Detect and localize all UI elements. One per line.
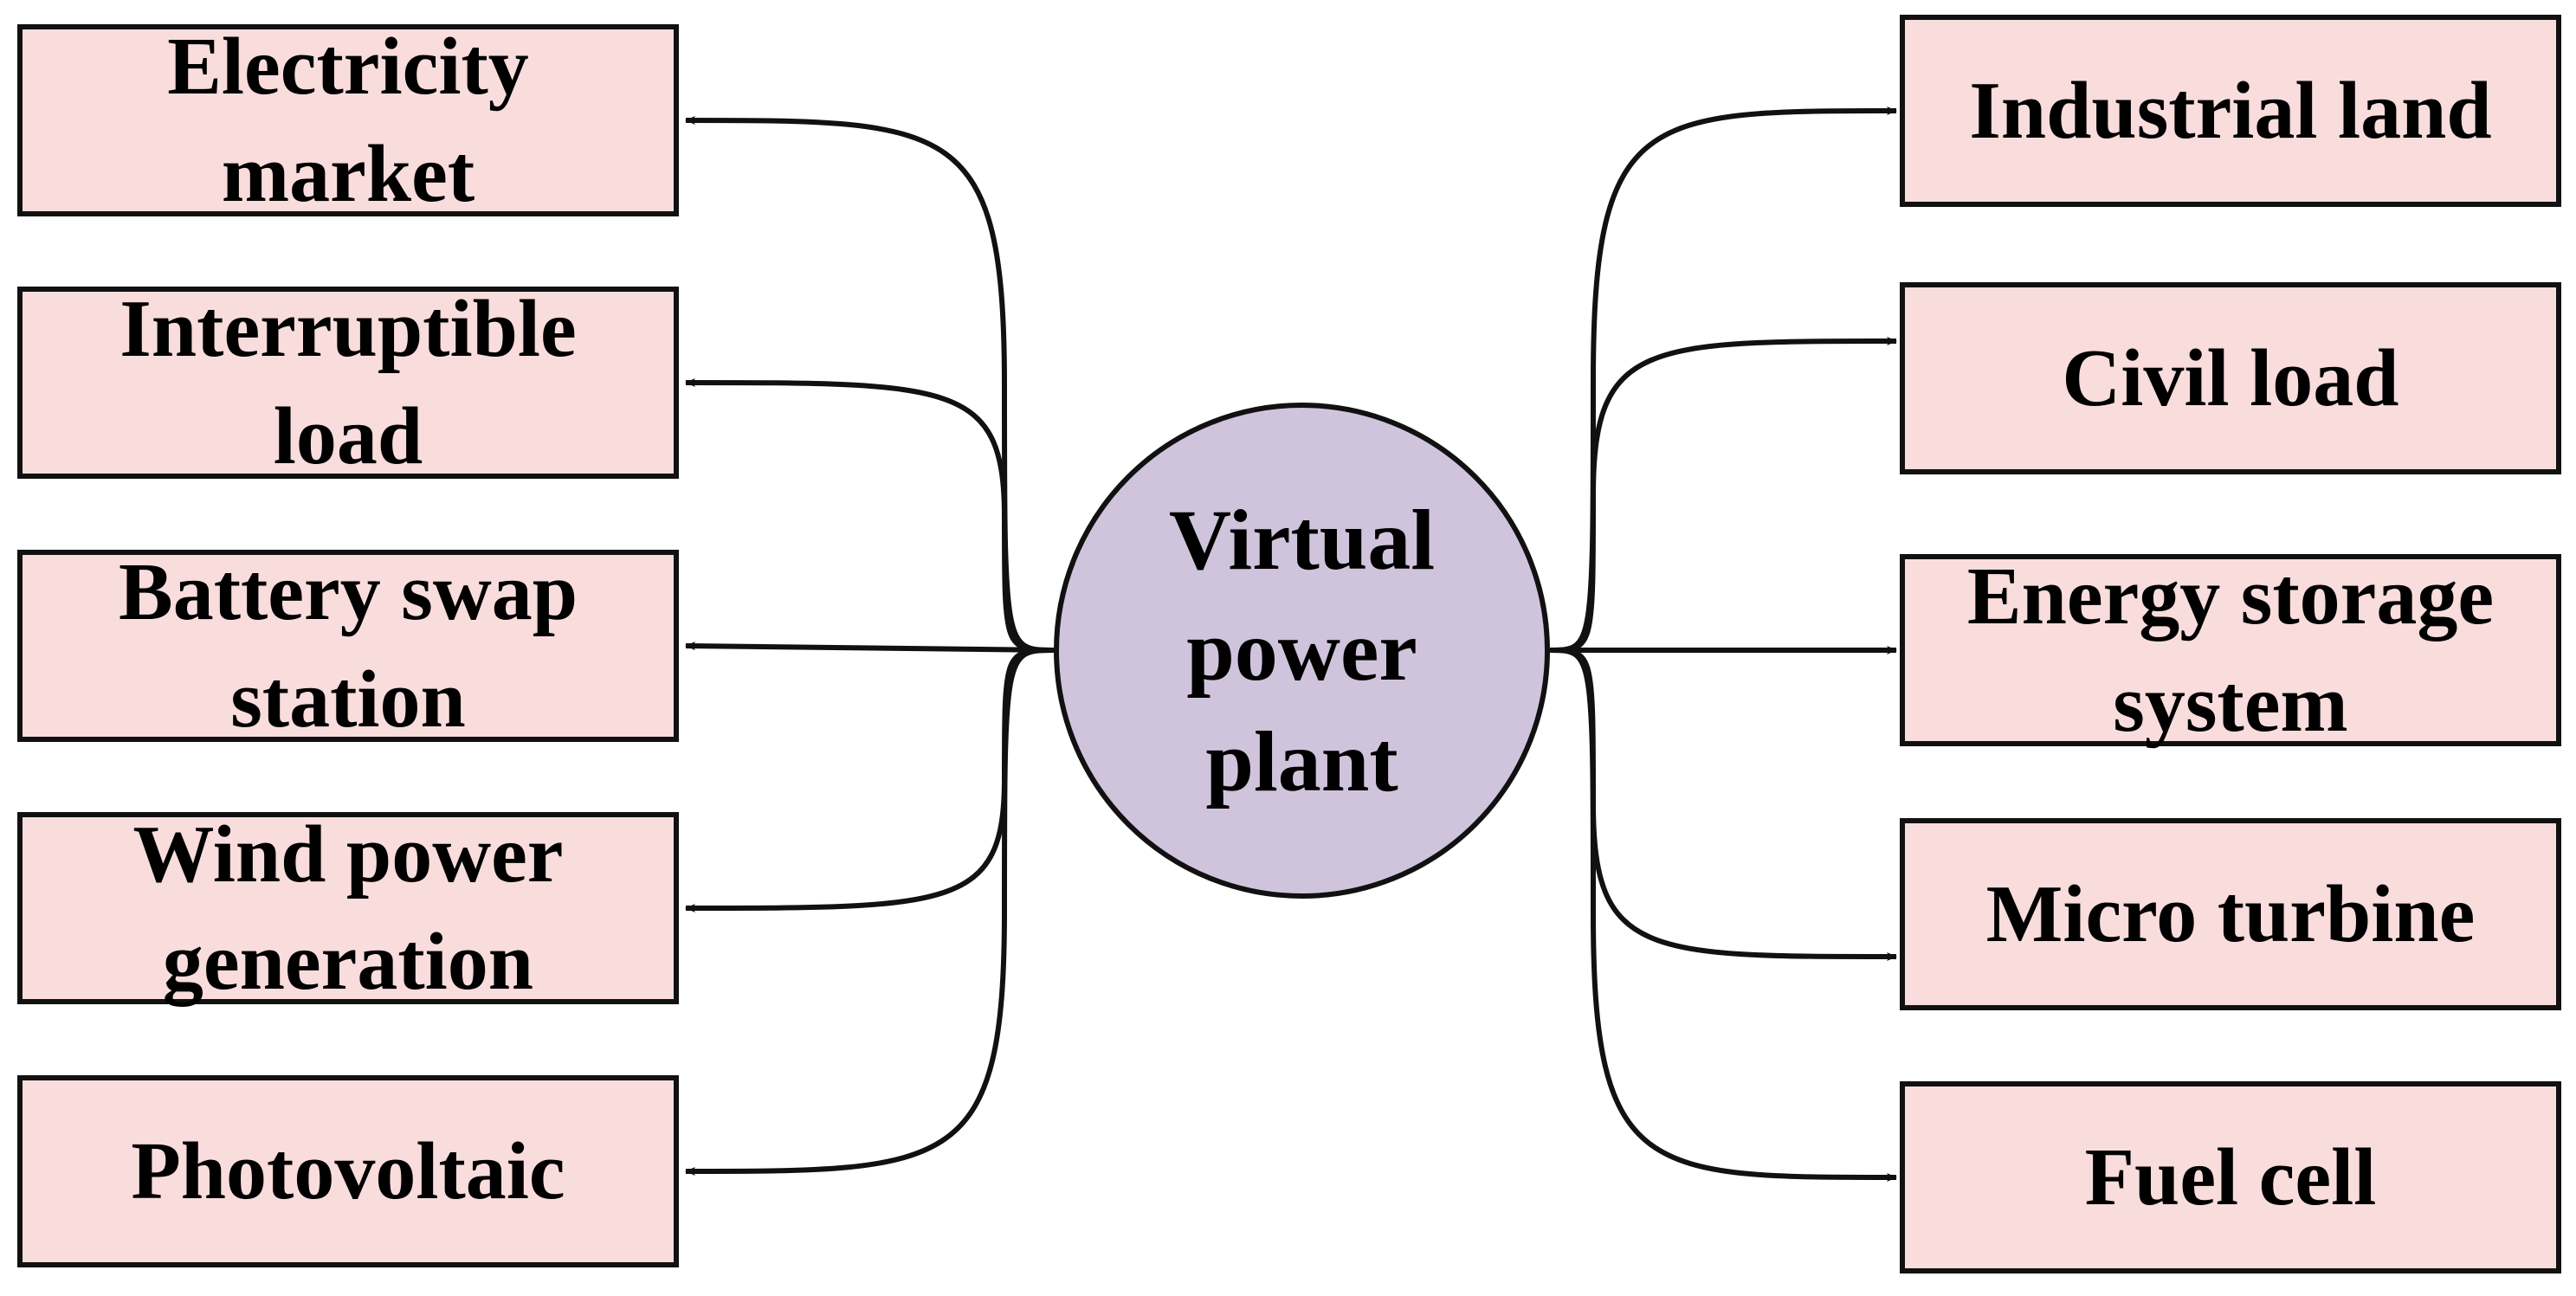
node-battery-swap-station-label: Battery swap station bbox=[119, 547, 578, 745]
node-fuel-cell-label: Fuel cell bbox=[2084, 1132, 2377, 1222]
hub-virtual-power-plant: Virtual power plant bbox=[1054, 403, 1550, 899]
node-energy-storage-system-label: Energy storage system bbox=[1966, 551, 2495, 749]
edge-to-photovoltaic bbox=[685, 648, 1055, 1176]
node-electricity-market-label: Electricity market bbox=[167, 22, 529, 219]
node-interruptible-load: Interruptible load bbox=[17, 284, 679, 481]
node-micro-turbine-label: Micro turbine bbox=[1985, 869, 2476, 959]
hub-label: Virtual power plant bbox=[1168, 491, 1436, 809]
node-fuel-cell: Fuel cell bbox=[1900, 1081, 2561, 1273]
node-photovoltaic-label: Photovoltaic bbox=[131, 1126, 565, 1216]
node-electricity-market: Electricity market bbox=[17, 22, 679, 219]
edge-to-fuel-cell bbox=[1549, 648, 1897, 1182]
node-micro-turbine: Micro turbine bbox=[1900, 818, 2561, 1010]
right-connectors bbox=[1549, 106, 1897, 1182]
node-civil-load-label: Civil load bbox=[2062, 333, 2399, 423]
edge-to-interruptible-load bbox=[685, 378, 1055, 653]
left-connectors bbox=[685, 116, 1055, 1176]
edge-to-micro-turbine bbox=[1549, 648, 1897, 961]
edge-to-wind-power-generation bbox=[685, 648, 1055, 912]
node-civil-load: Civil load bbox=[1900, 282, 2561, 474]
node-battery-swap-station: Battery swap station bbox=[17, 547, 679, 745]
node-industrial-land-label: Industrial land bbox=[1969, 66, 2492, 156]
edge-to-battery-swap-station bbox=[685, 642, 1055, 653]
edge-to-electricity-market bbox=[685, 116, 1055, 653]
edge-to-industrial-land bbox=[1549, 106, 1897, 653]
node-photovoltaic: Photovoltaic bbox=[17, 1075, 679, 1267]
node-wind-power-generation-label: Wind power generation bbox=[132, 809, 564, 1007]
edge-to-civil-load bbox=[1549, 337, 1897, 653]
node-interruptible-load-label: Interruptible load bbox=[119, 284, 577, 481]
node-wind-power-generation: Wind power generation bbox=[17, 809, 679, 1007]
node-industrial-land: Industrial land bbox=[1900, 15, 2561, 207]
node-energy-storage-system: Energy storage system bbox=[1900, 551, 2561, 749]
